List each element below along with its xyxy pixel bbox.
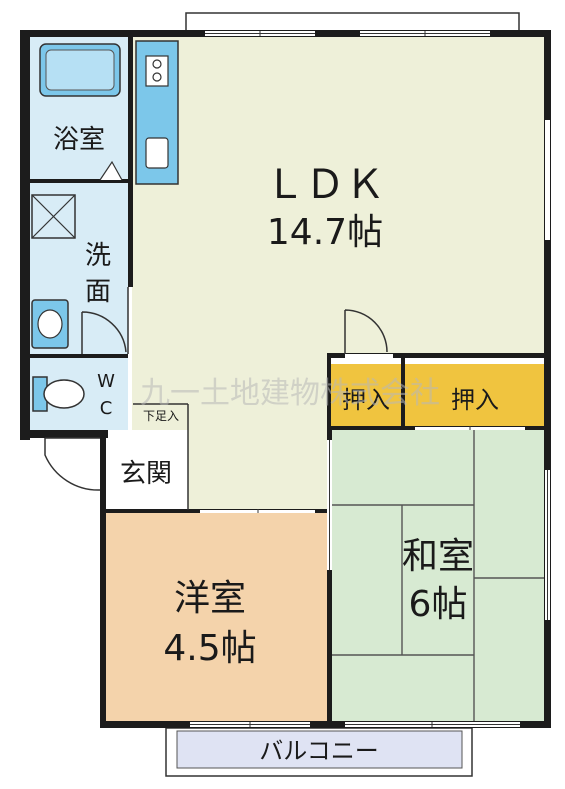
ldk-name: ＬＤＫ [265,162,385,208]
youshitsu-name: 洋室 [174,578,246,619]
bath-name: 浴室 [53,125,105,155]
room-oshiire-small [331,364,401,428]
room-ldk [132,37,544,512]
watermark: 九一土地建物株式会社 [140,376,440,411]
washing-machine-icon [31,194,76,239]
room-genkan [106,430,188,512]
youshitsu-size: 4.5帖 [163,628,256,669]
wc-line2: C [100,398,113,419]
room-youshitsu [106,512,329,721]
shoe-name: 下足入 [143,409,179,423]
balcony-name: バルコニー [259,737,379,765]
wc-line1: W [97,371,115,392]
oshiire-large-name: 押入 [451,386,499,414]
genkan-door-swing [44,438,101,491]
tatami-lines [331,428,544,721]
ldk-door-swing [344,309,388,354]
genkan-name: 玄関 [120,459,172,489]
sink-icon [145,137,169,169]
thin-partitions [127,287,189,510]
wash-line1: 洗 [85,241,111,271]
ldk-size: 14.7帖 [267,212,383,253]
wash-door-swing [81,311,127,354]
vent-icon [99,160,123,181]
wash-line2: 面 [85,277,111,307]
room-oshiire-large [405,364,544,428]
room-washitsu [331,428,544,721]
oshiire-small-name: 押入 [342,386,390,414]
stove-icon [145,55,169,87]
toilet-icon [32,376,85,412]
balcony-floor [176,730,463,769]
washitsu-size: 6帖 [409,584,468,625]
washitsu-name: 和室 [402,536,474,577]
bathtub-icon [39,43,121,97]
washbasin-icon [31,299,69,349]
windows [190,31,550,727]
doors [44,309,388,491]
